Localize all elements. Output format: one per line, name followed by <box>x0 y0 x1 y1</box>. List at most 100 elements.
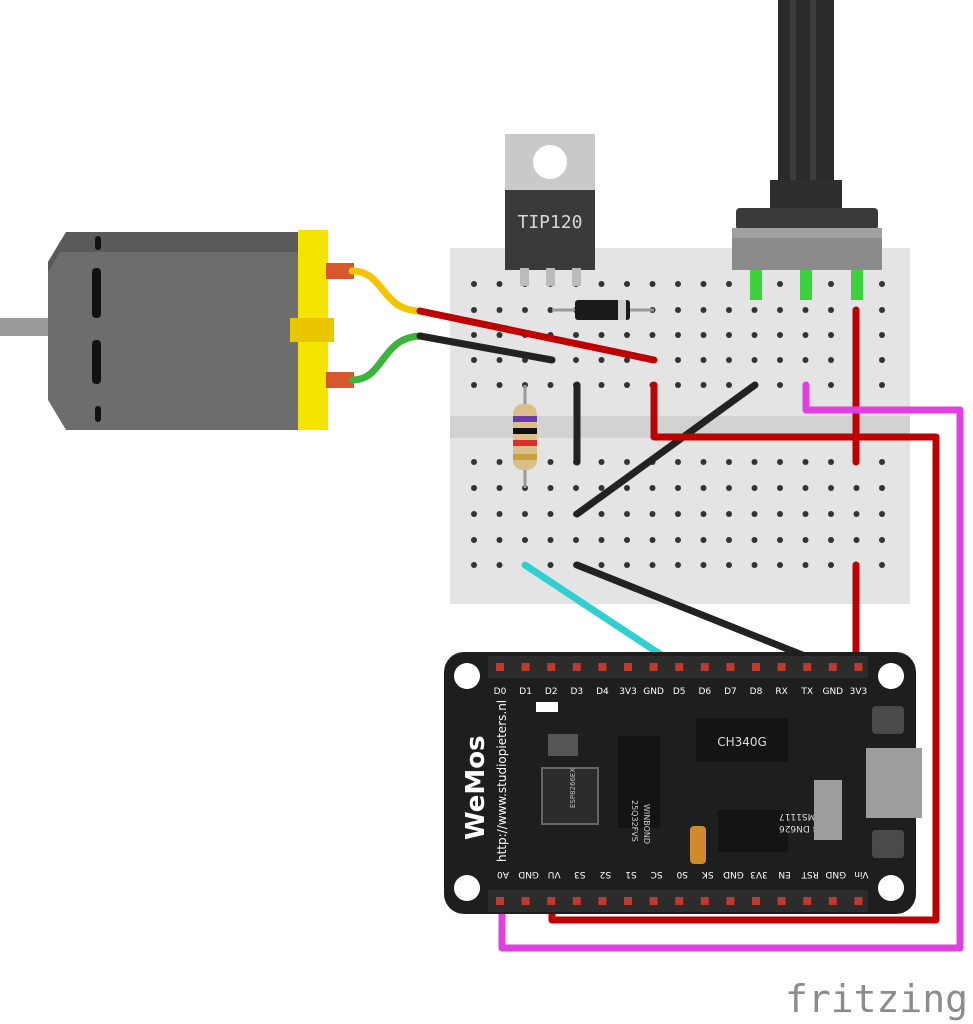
pin-label: D5 <box>673 687 686 697</box>
pin-label: D7 <box>724 687 737 697</box>
header-pin <box>675 663 684 671</box>
breadboard-hole <box>675 537 681 543</box>
breadboard-hole <box>649 511 656 517</box>
breadboard-hole <box>675 281 681 287</box>
pin-label: GND <box>643 687 664 697</box>
breadboard-hole <box>879 511 885 517</box>
potentiometer <box>732 0 882 270</box>
header-pin <box>854 897 863 905</box>
breadboard-hole <box>522 511 528 517</box>
breadboard-hole <box>726 537 732 543</box>
breadboard-hole <box>777 307 783 313</box>
header-pin <box>572 897 581 905</box>
breadboard-hole <box>649 537 656 543</box>
breadboard-hole <box>471 485 477 491</box>
breadboard-hole <box>777 485 783 491</box>
breadboard-hole <box>598 382 605 388</box>
breadboard-hole <box>751 485 758 491</box>
header-pin <box>828 663 837 671</box>
pin-label: Vin <box>854 869 868 879</box>
breadboard-hole <box>675 562 681 568</box>
header-pin <box>752 663 760 671</box>
breadboard-hole <box>802 459 809 465</box>
breadboard-hole <box>802 357 809 363</box>
breadboard-hole <box>777 281 783 287</box>
pin-label: EN <box>778 869 790 879</box>
breadboard-hole <box>675 459 681 465</box>
breadboard-hole <box>802 511 809 517</box>
breadboard-hole <box>828 485 834 491</box>
breadboard-hole <box>496 485 503 491</box>
fritzing-watermark: fritzing <box>785 977 968 1021</box>
breadboard-hole <box>471 511 477 517</box>
wires <box>416 306 964 952</box>
pin-label: TX <box>800 687 813 697</box>
breadboard-hole <box>496 511 503 517</box>
breadboard-hole <box>573 537 579 543</box>
breadboard-hole <box>471 307 477 313</box>
breadboard-hole <box>573 332 579 338</box>
breadboard-hole <box>624 357 630 363</box>
header-pin <box>649 897 658 905</box>
breadboard-hole <box>675 332 681 338</box>
breadboard-hole <box>828 459 834 465</box>
breadboard-hole <box>598 459 605 465</box>
header-pin <box>700 663 709 671</box>
breadboard-hole <box>496 562 503 568</box>
pin-label: D0 <box>494 687 507 697</box>
breadboard-hole <box>726 511 732 517</box>
breadboard-hole <box>777 332 783 338</box>
breadboard-hole <box>522 307 528 313</box>
breadboard-hole <box>751 511 758 517</box>
breadboard-hole <box>547 537 554 543</box>
header-pin <box>572 663 581 671</box>
breadboard-hole <box>624 485 630 491</box>
breadboard-hole <box>624 537 630 543</box>
pin-label: RX <box>775 687 787 697</box>
esp-chip-label: ESP8266EX <box>569 768 577 808</box>
breadboard-hole <box>777 537 783 543</box>
breadboard-hole <box>726 357 732 363</box>
breadboard-hole <box>598 332 605 338</box>
breadboard-hole <box>598 537 605 543</box>
transistor-label: TIP120 <box>517 212 582 233</box>
breadboard-hole <box>879 281 885 287</box>
pin-label: GND <box>518 869 539 879</box>
header-pin <box>598 663 607 671</box>
breadboard-hole <box>649 332 656 338</box>
pin-label: 3V3 <box>619 687 637 697</box>
breadboard-hole <box>700 281 707 287</box>
header-pin <box>777 897 786 905</box>
breadboard-hole <box>700 357 707 363</box>
pin-label: 3V3 <box>850 687 868 697</box>
breadboard-hole <box>598 485 605 491</box>
header-pin <box>496 897 504 905</box>
breadboard-hole <box>751 459 758 465</box>
breadboard-hole <box>675 485 681 491</box>
breadboard-hole <box>828 382 834 388</box>
breadboard-hole <box>496 332 503 338</box>
breadboard-hole <box>471 562 477 568</box>
breadboard-hole <box>777 562 783 568</box>
breadboard-hole <box>700 382 707 388</box>
header-pin <box>726 663 735 671</box>
breadboard-hole <box>700 511 707 517</box>
breadboard-hole <box>726 459 732 465</box>
header-pin <box>624 663 632 671</box>
breadboard-hole <box>547 562 554 568</box>
breadboard-hole <box>496 382 503 388</box>
breadboard-hole <box>853 511 860 517</box>
breadboard-hole <box>879 307 885 313</box>
pin-label: SK <box>701 869 714 879</box>
breadboard-hole <box>649 485 656 491</box>
header-pin <box>496 663 504 671</box>
breadboard-hole <box>726 307 732 313</box>
pin-label: A0 <box>497 869 509 879</box>
breadboard-hole <box>547 485 554 491</box>
breadboard-hole <box>751 562 758 568</box>
tip120-transistor: TIP120 <box>505 134 595 286</box>
breadboard-hole <box>802 332 809 338</box>
breadboard-hole <box>700 485 707 491</box>
breadboard-hole <box>624 459 630 465</box>
breadboard-hole <box>751 537 758 543</box>
